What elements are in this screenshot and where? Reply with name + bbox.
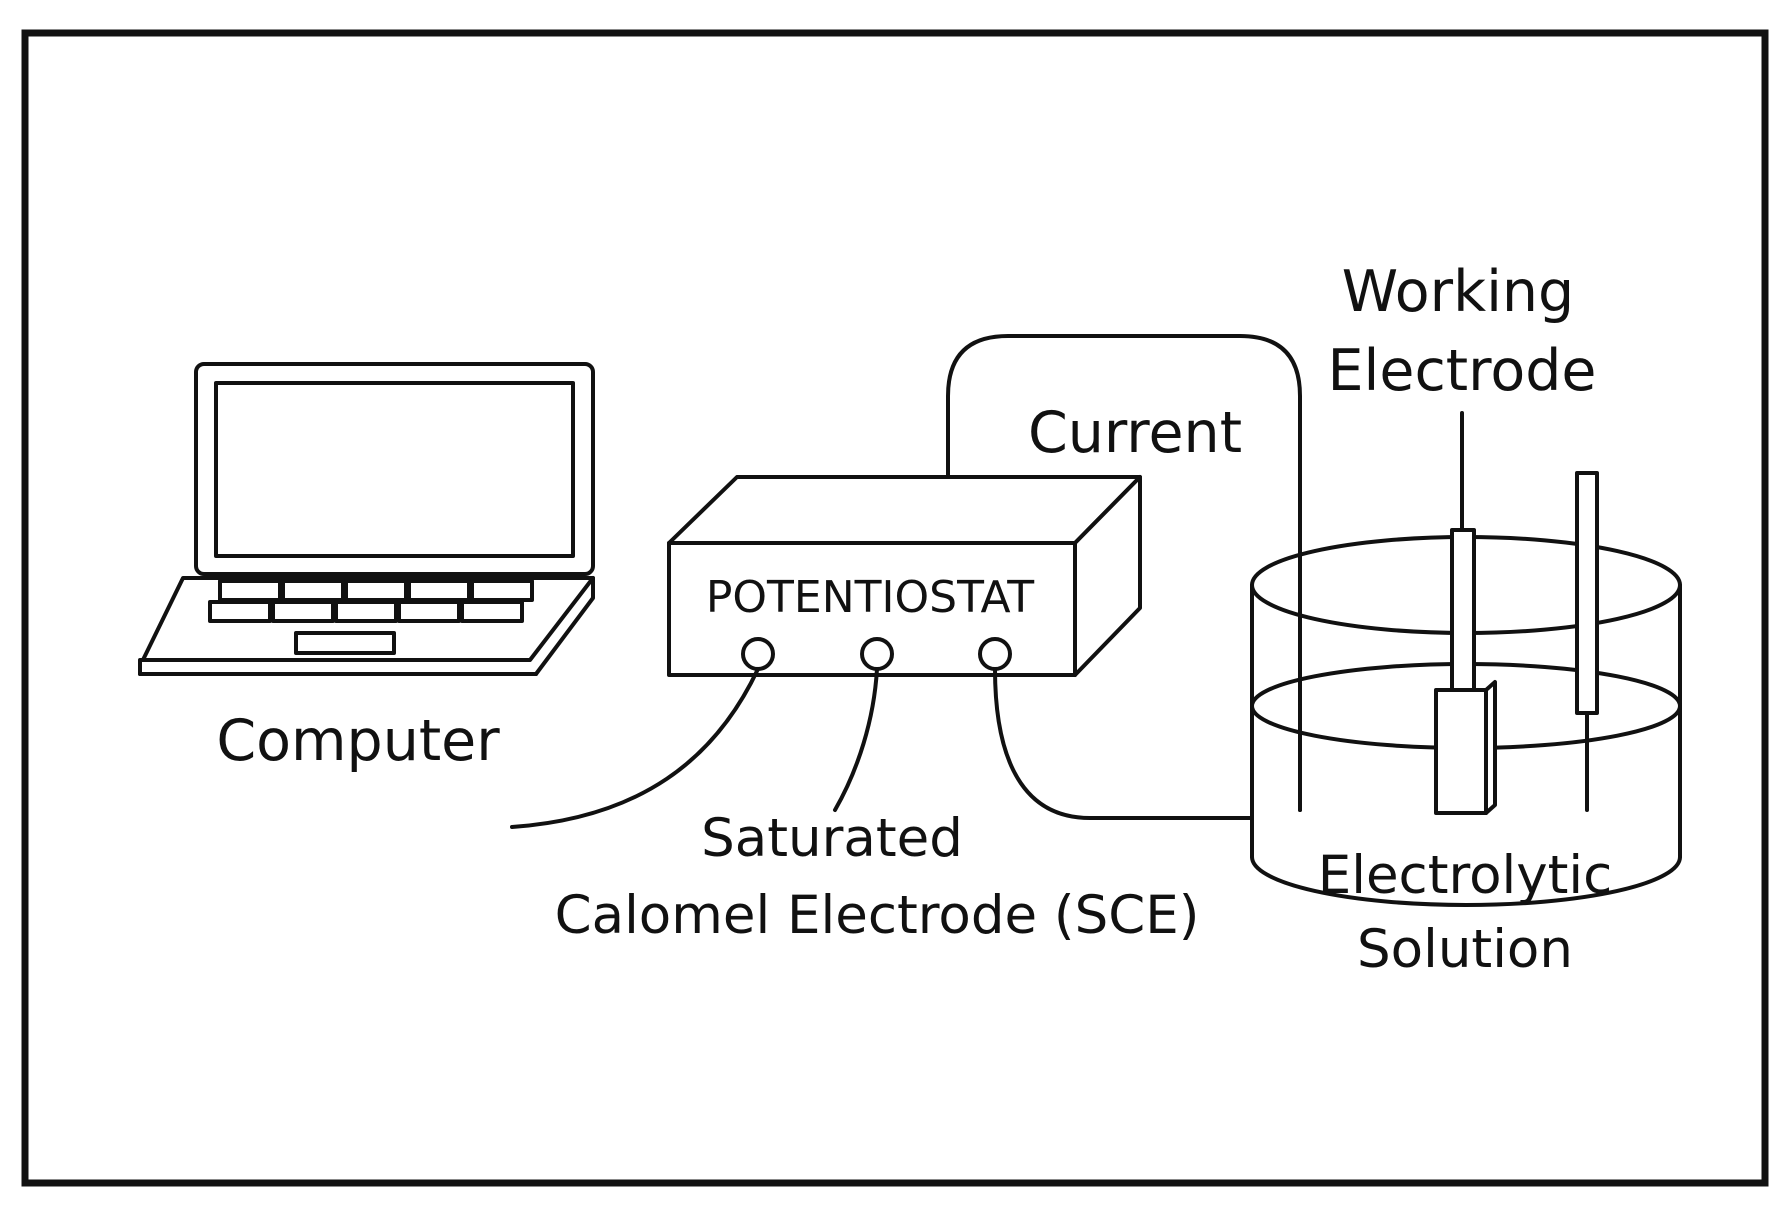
sce-label-line2: Calomel Electrode (SCE) (555, 885, 1200, 946)
electrolytic-solution-label-line1: Electrolytic (1318, 845, 1613, 906)
middle-cable (833, 667, 879, 812)
computer-label: Computer (216, 708, 500, 774)
electrolytic-solution-label-line2: Solution (1357, 919, 1573, 980)
computer-icon (138, 362, 595, 676)
sce-label-line1: Saturated (701, 808, 963, 869)
working-electrode-label-line1: Working (1342, 259, 1574, 325)
trackpad (294, 631, 396, 655)
working-cable (993, 667, 1254, 820)
working-electrode (1434, 411, 1497, 815)
port-working (978, 637, 1012, 671)
working-electrode-label-line2: Electrode (1328, 338, 1597, 404)
port-sce (741, 637, 775, 671)
current-cable (946, 334, 1302, 812)
diagram-frame (21, 29, 1769, 1187)
current-label: Current (1028, 400, 1242, 466)
sce-cable (510, 667, 760, 829)
keyboard-keys (208, 579, 534, 623)
reference-electrode-rod (1575, 471, 1599, 812)
port-middle (860, 637, 894, 671)
potentiostat-label: POTENTIOSTAT (706, 572, 1034, 623)
